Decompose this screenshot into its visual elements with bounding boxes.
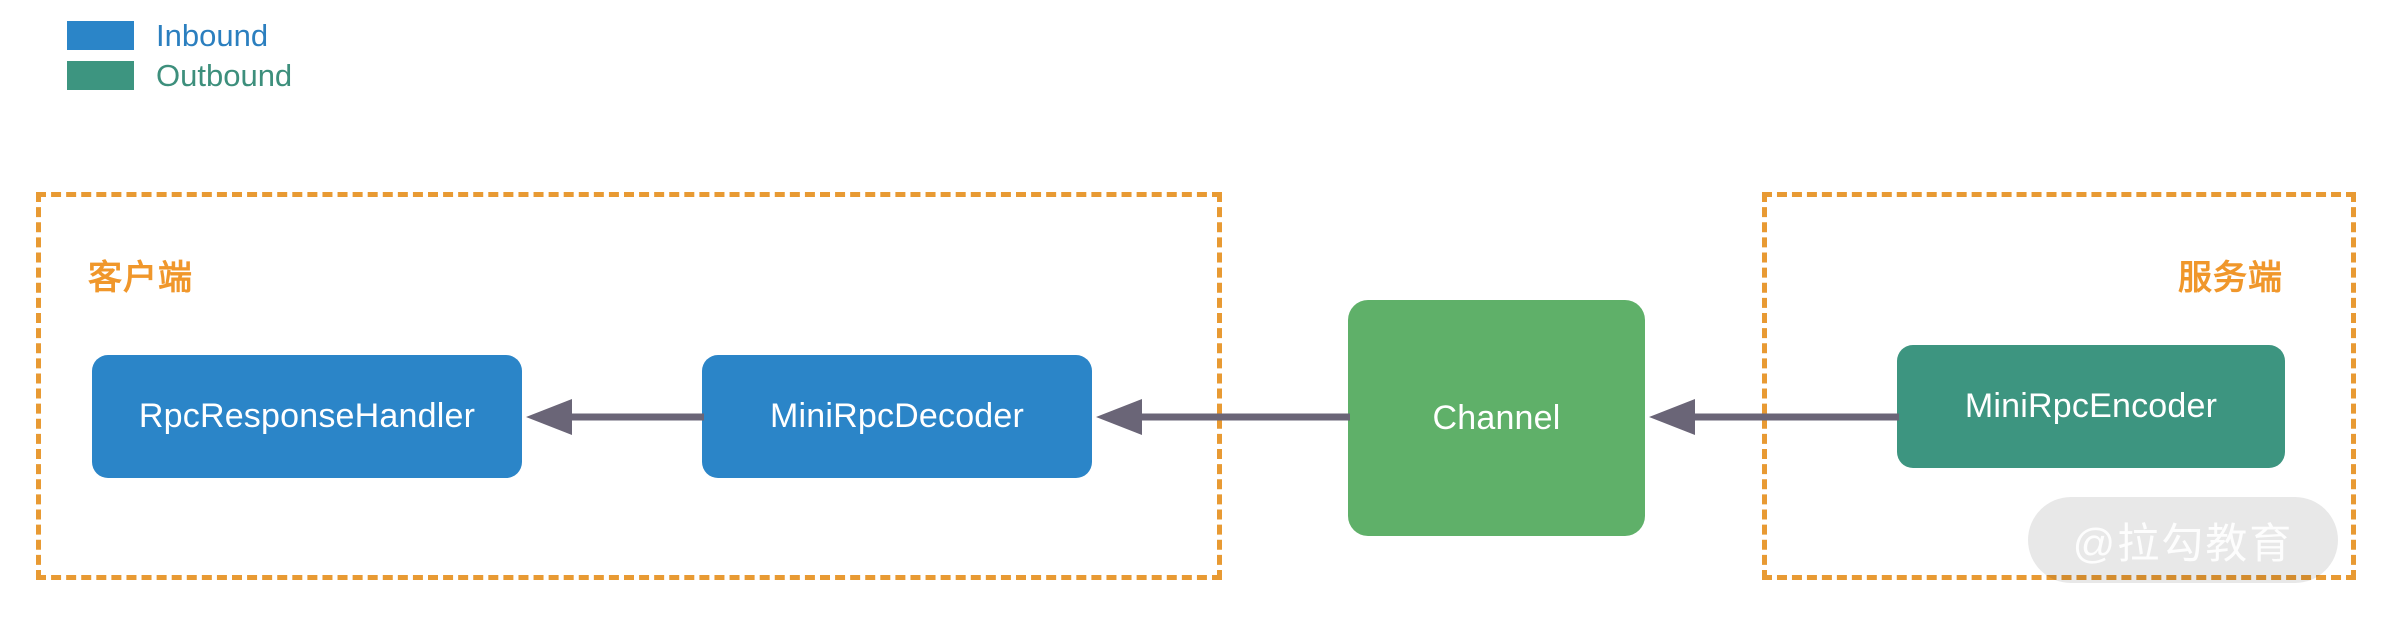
watermark: @拉勾教育 (2028, 497, 2338, 583)
group-label-server: 服务端 (2178, 259, 2283, 297)
node-mini-rpc-decoder[interactable]: MiniRpcDecoder (702, 355, 1092, 478)
group-box-client (36, 192, 1222, 580)
node-rpc-response-handler[interactable]: RpcResponseHandler (92, 355, 522, 478)
node-channel[interactable]: Channel (1348, 300, 1645, 536)
node-mini-rpc-encoder[interactable]: MiniRpcEncoder (1897, 345, 2285, 468)
legend-label-inbound: Inbound (156, 18, 269, 53)
group-label-client: 客户端 (88, 259, 193, 297)
legend-swatch-outbound (67, 61, 134, 90)
legend-label-outbound: Outbound (156, 58, 293, 93)
legend-swatch-inbound (67, 21, 134, 50)
legend-item-inbound: Inbound (67, 20, 268, 51)
legend-item-outbound: Outbound (67, 60, 292, 91)
group-box-server (1762, 192, 2356, 580)
